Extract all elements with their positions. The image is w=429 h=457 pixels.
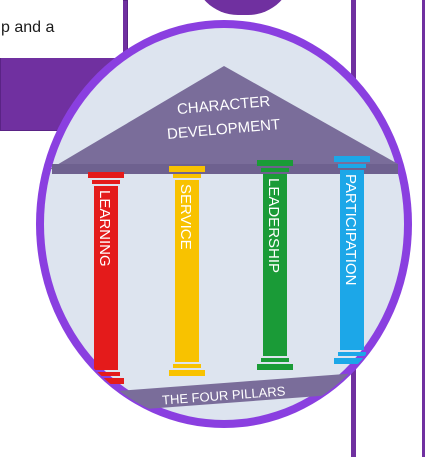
pillar-leadership: LEADERSHIP bbox=[257, 160, 293, 370]
pillar-label: LEADERSHIP bbox=[265, 178, 282, 273]
pillar-capital bbox=[257, 160, 293, 166]
pillar-label: LEARNING bbox=[96, 190, 113, 267]
pillar-capital-ring bbox=[173, 174, 201, 178]
pillar-shaft bbox=[94, 186, 118, 370]
top-decoration bbox=[193, 0, 293, 15]
pillar-capital bbox=[169, 166, 205, 172]
roof bbox=[50, 66, 398, 169]
pillar-capital-ring bbox=[92, 180, 120, 184]
pillar-participation: PARTICIPATION bbox=[334, 156, 370, 364]
pillar-learning: LEARNING bbox=[88, 172, 124, 384]
pillar-label: PARTICIPATION bbox=[342, 174, 359, 285]
pillar-base-ring bbox=[338, 352, 366, 356]
pillar-base-ring bbox=[261, 358, 289, 362]
pillar-capital bbox=[88, 172, 124, 178]
pillar-service: SERVICE bbox=[169, 166, 205, 376]
pillar-base bbox=[169, 370, 205, 376]
pillar-capital-ring bbox=[261, 168, 289, 172]
pillar-shaft bbox=[175, 180, 199, 362]
four-pillars-badge: CHARACTER DEVELOPMENT THE FOUR PILLARS L… bbox=[36, 20, 412, 428]
pillar-shaft bbox=[340, 170, 364, 350]
pillar-base bbox=[334, 358, 370, 364]
pillar-base-ring bbox=[173, 364, 201, 368]
roof-beam bbox=[52, 164, 398, 174]
banner-text: p and a bbox=[0, 0, 123, 58]
pillar-shaft bbox=[263, 174, 287, 356]
pillar-base bbox=[257, 364, 293, 370]
pillar-base-ring bbox=[92, 372, 120, 376]
pillar-capital-ring bbox=[338, 164, 366, 168]
pillar-capital bbox=[334, 156, 370, 162]
pillar-label: SERVICE bbox=[177, 184, 194, 250]
